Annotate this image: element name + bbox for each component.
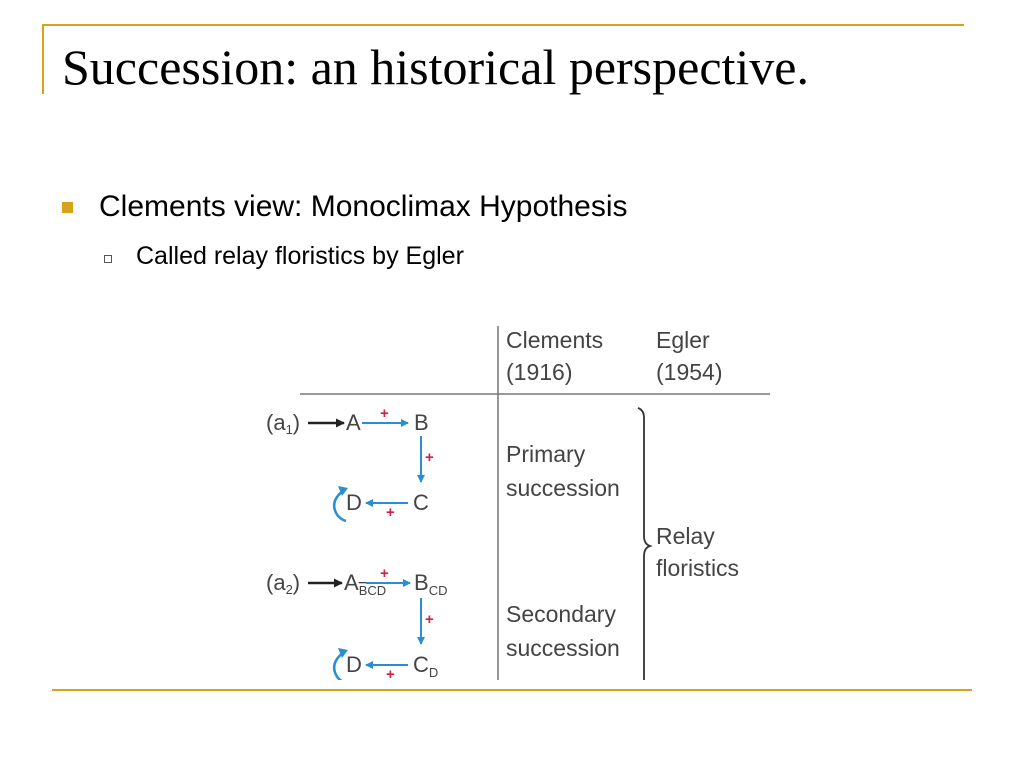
plus-sign: + [380, 565, 389, 582]
node-a: A [346, 410, 361, 435]
bullet-level1: Clements view: Monoclimax Hypothesis [62, 190, 628, 224]
node-d: D [346, 652, 362, 677]
label-secondary: Secondary [506, 601, 616, 627]
node-a-bcd: ABCD [344, 570, 386, 598]
bullet-level2: Called relay floristics by Egler [104, 242, 464, 271]
slide-frame-top [42, 24, 964, 26]
self-loop-arrow [332, 489, 347, 523]
start-node-a1: (a1) [266, 410, 300, 437]
plus-sign: + [425, 611, 434, 628]
self-loop-arrow [332, 651, 345, 680]
column-header-clements-year: (1916) [506, 359, 572, 385]
slide-frame-bottom [52, 689, 972, 691]
self-loop-arrowhead [338, 648, 348, 658]
self-loop-arrowhead [338, 486, 348, 496]
slide-title: Succession: an historical perspective. [62, 39, 809, 95]
start-node-a2: (a2) [266, 570, 300, 597]
column-header-egler-year: (1954) [656, 359, 722, 385]
label-primary: Primary [506, 441, 586, 467]
plus-sign: + [386, 504, 395, 521]
plus-sign: + [425, 449, 434, 466]
node-c-d: CD [413, 652, 438, 680]
column-header-egler: Egler [656, 327, 710, 353]
node-c: C [413, 490, 429, 515]
plus-sign: + [380, 405, 389, 422]
diagram-secondary: (a2) ABCD + BCD + CD + D [266, 565, 447, 680]
node-d: D [346, 490, 362, 515]
succession-diagram: Clements (1916) Egler (1954) Primary suc… [266, 326, 770, 680]
hollow-square-bullet-icon [104, 254, 112, 263]
label-secondary-succession: succession [506, 635, 620, 661]
diagram-primary: (a1) A + B + C + D [266, 405, 434, 523]
egler-brace [637, 407, 653, 680]
label-relay: Relay [656, 523, 715, 549]
plus-sign: + [386, 666, 395, 680]
slide-frame-left [42, 24, 44, 94]
square-bullet-icon [62, 201, 73, 213]
label-primary-succession: succession [506, 475, 620, 501]
column-header-clements: Clements [506, 327, 603, 353]
bullet-text: Clements view: Monoclimax Hypothesis [99, 190, 628, 223]
node-b: B [414, 410, 429, 435]
label-floristics: floristics [656, 555, 739, 581]
node-b-cd: BCD [414, 570, 447, 598]
sub-bullet-text: Called relay floristics by Egler [136, 242, 464, 270]
succession-figure: Clements (1916) Egler (1954) Primary suc… [258, 318, 770, 680]
